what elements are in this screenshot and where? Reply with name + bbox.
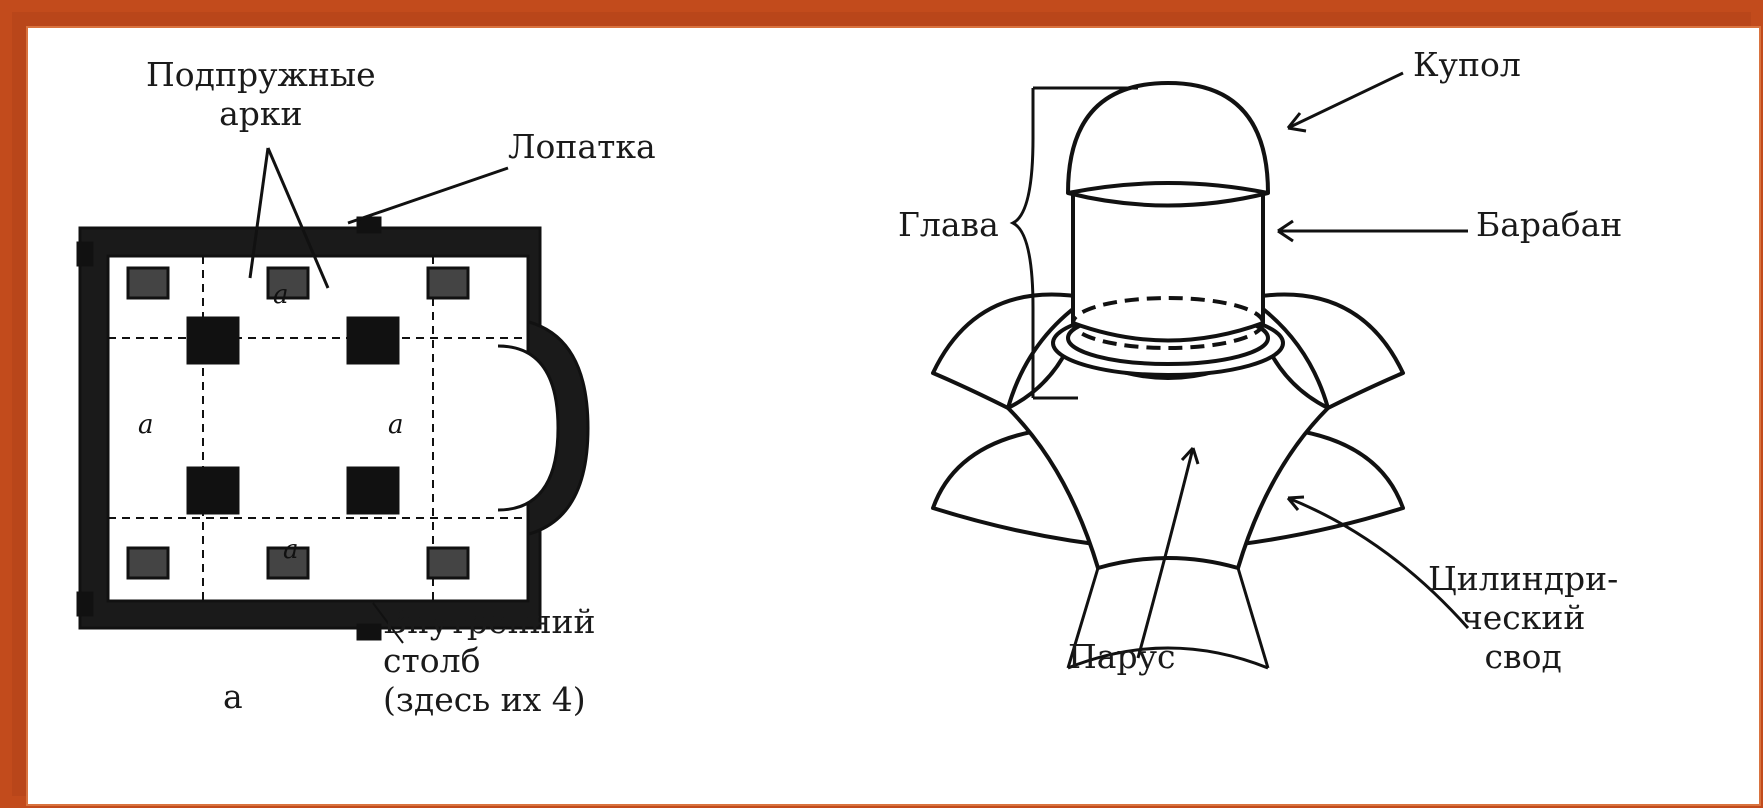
label-head: Глава: [898, 206, 999, 245]
pilaster-leader: [348, 168, 508, 223]
drum: [1073, 193, 1263, 341]
pillar: [348, 468, 398, 513]
diagram-panel: a a a a: [26, 26, 1761, 806]
label-drum: Барабан: [1476, 206, 1622, 245]
label-arches: Подпружные арки: [146, 56, 376, 134]
label-pillar: Внутренний столб (здесь их 4): [383, 603, 596, 720]
svg-text:a: a: [138, 410, 154, 440]
label-sail: Парус: [1068, 638, 1175, 677]
label-figure-a: а: [223, 678, 243, 717]
pillar: [188, 318, 238, 363]
label-pilaster: Лопатка: [508, 128, 656, 167]
dome-arrow: [1288, 73, 1403, 128]
pillar: [188, 468, 238, 513]
pillar: [348, 318, 398, 363]
svg-text:a: a: [273, 280, 289, 310]
label-vault: Цилиндри- ческий свод: [1428, 560, 1618, 677]
dome-structure: [933, 83, 1403, 668]
svg-text:a: a: [283, 535, 299, 565]
label-dome: Купол: [1413, 46, 1521, 85]
church-floor-plan: a a a a: [28, 28, 1763, 808]
svg-text:a: a: [388, 410, 404, 440]
